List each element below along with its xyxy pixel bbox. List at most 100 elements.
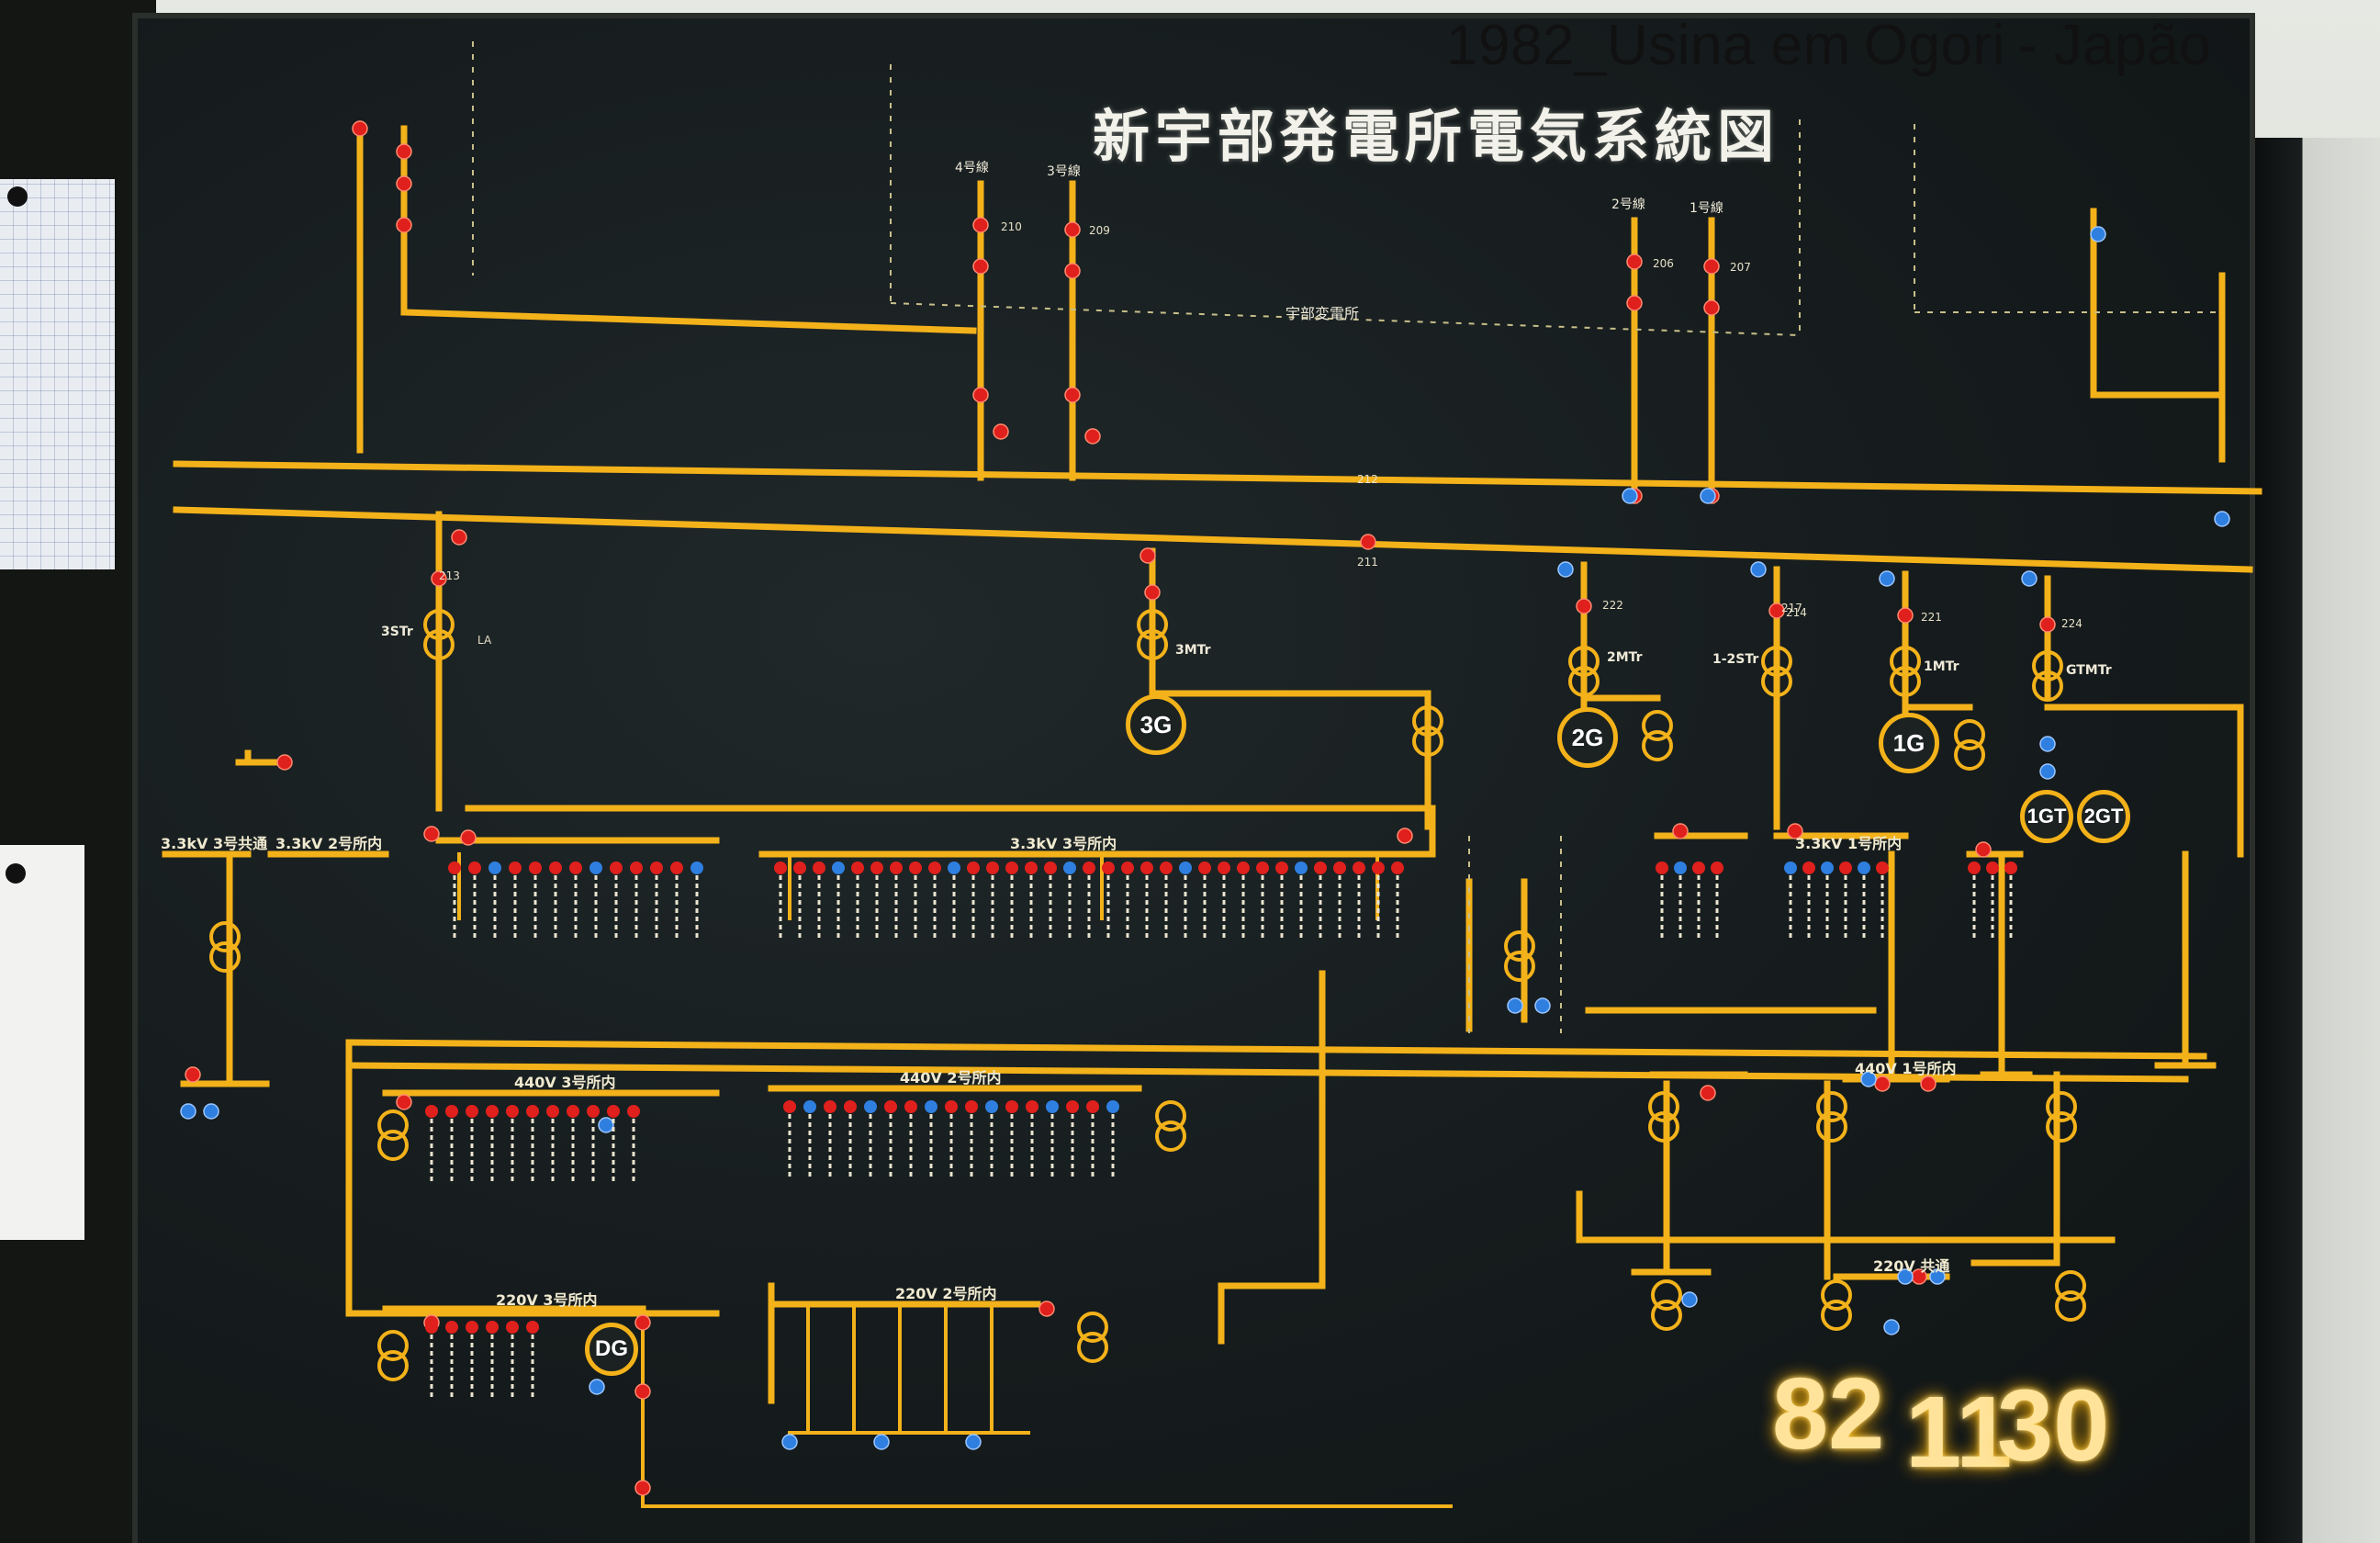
date-display-day: 30 bbox=[1997, 1369, 2110, 1482]
feeder-lamp bbox=[630, 862, 643, 874]
feeder-lamp bbox=[589, 862, 602, 874]
feeder-lamp bbox=[1086, 1100, 1099, 1113]
feeder-lamp bbox=[1140, 862, 1153, 874]
transformer-label: GTMTr bbox=[2066, 663, 2112, 678]
feeder-lamp bbox=[529, 862, 542, 874]
feeder-lamp bbox=[650, 862, 663, 874]
feeder-lamp bbox=[486, 1321, 499, 1334]
feeder-lamp bbox=[549, 862, 562, 874]
pin-icon bbox=[7, 186, 28, 207]
mimic-diagram-board bbox=[138, 18, 2250, 1543]
feeder-lamp bbox=[844, 1100, 857, 1113]
feeder-lamp bbox=[1025, 862, 1038, 874]
feeder-lamp bbox=[546, 1105, 559, 1118]
pinned-paper-grid bbox=[0, 179, 115, 569]
feeder-lamp bbox=[445, 1105, 458, 1118]
feeder-lamp bbox=[884, 1100, 897, 1113]
feeder-lamp bbox=[587, 1105, 600, 1118]
breaker-code: 211 bbox=[1357, 556, 1378, 569]
feeder-lamp bbox=[1333, 862, 1346, 874]
feeder-lamp bbox=[851, 862, 864, 874]
feeder-lamp bbox=[610, 862, 623, 874]
breaker-lamps-open bbox=[180, 226, 2230, 1450]
feeder-lamp bbox=[627, 1105, 640, 1118]
feeder-lamp bbox=[864, 1100, 877, 1113]
feeder-lamp bbox=[425, 1105, 438, 1118]
bus-label: 3.3kV 3号共通 bbox=[161, 835, 268, 852]
bus-label: 440V 2号所内 bbox=[900, 1069, 1002, 1087]
feeder-lamp bbox=[945, 1100, 958, 1113]
feeder-lamp bbox=[967, 862, 980, 874]
feeder-lamp bbox=[2004, 862, 2017, 874]
feeder-lamp bbox=[1046, 1100, 1059, 1113]
feeder-lamp bbox=[506, 1321, 519, 1334]
feeder-lamp bbox=[1005, 1100, 1018, 1113]
feeder-lamp bbox=[1237, 862, 1250, 874]
feeder-lamp bbox=[890, 862, 903, 874]
feeder-lamp bbox=[1121, 862, 1134, 874]
caption-country: - Japão bbox=[2017, 14, 2212, 77]
feeder-lamp bbox=[1968, 862, 1981, 874]
caption-city: Ogori bbox=[1863, 14, 2005, 77]
bus-label: 3.3kV 1号所内 bbox=[1795, 835, 1903, 852]
generator-2gt: 2GT bbox=[2077, 790, 2130, 843]
feeder-lamp bbox=[1711, 862, 1723, 874]
feeder-lamp bbox=[1026, 1100, 1038, 1113]
feeder-lamp bbox=[567, 1105, 579, 1118]
transformer-label: 1MTr bbox=[1924, 659, 1959, 674]
pin-icon bbox=[6, 863, 26, 884]
line-label-3: 3号線 bbox=[1047, 164, 1081, 179]
feeder-lamp bbox=[509, 862, 522, 874]
feeder-lamp bbox=[468, 862, 481, 874]
feeder-lamp bbox=[925, 1100, 937, 1113]
breaker-code: 222 bbox=[1602, 599, 1623, 612]
bus-label: 220V 2号所内 bbox=[895, 1285, 997, 1302]
feeder-lamp bbox=[1106, 1100, 1119, 1113]
feeder-lamp bbox=[1044, 862, 1057, 874]
feeder-lamp bbox=[813, 862, 825, 874]
feeder-lamp bbox=[824, 1100, 836, 1113]
caption-year-place: 1982_Usina em bbox=[1446, 14, 1851, 77]
generator-1g: 1G bbox=[1879, 713, 1939, 773]
feeder-lamp bbox=[986, 862, 999, 874]
feeder-lamp bbox=[774, 862, 787, 874]
feeder-lamp bbox=[1784, 862, 1797, 874]
feeder-lamp bbox=[1821, 862, 1834, 874]
feeder-lamp bbox=[1391, 862, 1404, 874]
generator-3g: 3G bbox=[1126, 694, 1186, 755]
substation-label: 宇部変電所 bbox=[1285, 305, 1360, 322]
feeder-lamp bbox=[870, 862, 883, 874]
feeder-lamp bbox=[425, 1321, 438, 1334]
feeder-lamp bbox=[928, 862, 941, 874]
feeder-lamp bbox=[793, 862, 806, 874]
breaker-code: 214 bbox=[1786, 606, 1807, 619]
feeder-lamp bbox=[1083, 862, 1095, 874]
transformer-label: 3STr bbox=[381, 625, 413, 639]
feeder-lamp bbox=[1275, 862, 1288, 874]
feeder-lamp bbox=[803, 1100, 816, 1113]
pinned-paper-blank bbox=[0, 845, 84, 1240]
feeder-lamp bbox=[1256, 862, 1269, 874]
bus-label: 440V 3号所内 bbox=[514, 1074, 616, 1091]
feeder-lamp bbox=[445, 1321, 458, 1334]
main-busbar-a bbox=[173, 460, 2262, 495]
feeder-lamp bbox=[783, 1100, 796, 1113]
feeder-lamp bbox=[1802, 862, 1815, 874]
date-display-month: 11 bbox=[1905, 1376, 2013, 1489]
bus-label: 440V 1号所内 bbox=[1855, 1060, 1957, 1077]
breaker-code: 206 bbox=[1653, 257, 1674, 270]
transformer-label: 3MTr bbox=[1175, 643, 1211, 658]
feeder-lamp bbox=[1674, 862, 1687, 874]
feeder-lamp bbox=[488, 862, 501, 874]
feeder-lamp bbox=[1066, 1100, 1079, 1113]
breaker-code: 207 bbox=[1730, 261, 1751, 274]
breaker-code: 212 bbox=[1357, 473, 1378, 486]
date-display-year: 82 bbox=[1772, 1357, 1885, 1470]
feeder-lamp bbox=[965, 1100, 978, 1113]
feeder-lamp bbox=[1160, 862, 1173, 874]
feeder-lamp bbox=[526, 1321, 539, 1334]
feeder-lamp bbox=[1179, 862, 1192, 874]
line-label-2: 2号線 bbox=[1611, 197, 1645, 212]
